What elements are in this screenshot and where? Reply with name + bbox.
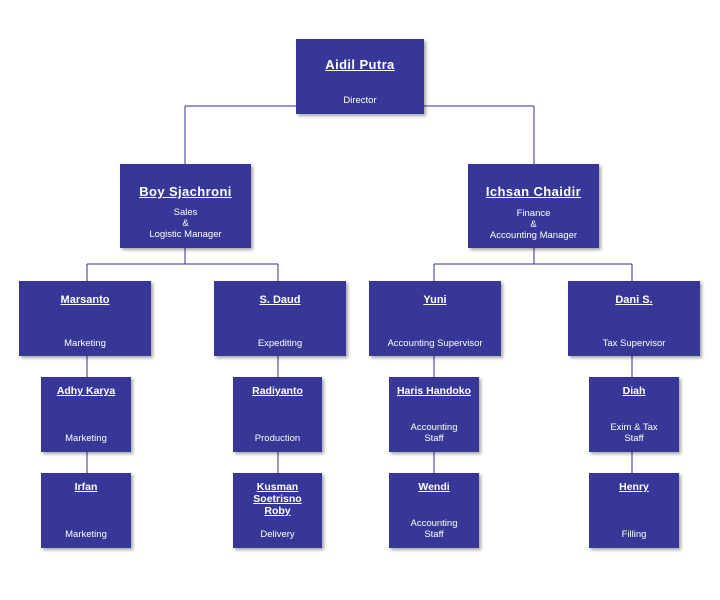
node-name: Wendi xyxy=(418,481,450,493)
node-marsanto: Marsanto Marketing xyxy=(19,281,151,356)
node-role: Marketing xyxy=(65,433,107,444)
node-irfan: Irfan Marketing xyxy=(41,473,131,548)
node-haris-handoko: Haris Handoko Accounting Staff xyxy=(389,377,479,452)
node-role: Tax Supervisor xyxy=(602,338,666,349)
node-role: Accounting Supervisor xyxy=(387,338,483,349)
node-name: Ichsan Chaidir xyxy=(485,184,582,199)
node-name: Dani S. xyxy=(615,294,653,306)
node-role: Production xyxy=(254,433,301,444)
node-name: Marsanto xyxy=(60,294,110,306)
node-boy-sjachroni: Boy Sjachroni Sales & Logistic Manager xyxy=(120,164,251,248)
node-diah: Diah Exim & Tax Staff xyxy=(589,377,679,452)
node-yuni: Yuni Accounting Supervisor xyxy=(369,281,501,356)
node-role: Finance & Accounting Manager xyxy=(489,208,578,241)
node-name: Adhy Karya xyxy=(56,385,116,397)
node-name: S. Daud xyxy=(259,294,301,306)
node-radiyanto: Radiyanto Production xyxy=(233,377,322,452)
node-henry: Henry Filling xyxy=(589,473,679,548)
node-role: Accounting Staff xyxy=(410,518,458,540)
node-role: Marketing xyxy=(65,529,107,540)
node-role: Director xyxy=(343,95,377,106)
node-role: Expediting xyxy=(257,338,303,349)
node-ichsan-chaidir: Ichsan Chaidir Finance & Accounting Mana… xyxy=(468,164,599,248)
node-name: Irfan xyxy=(74,481,98,493)
node-name: Diah xyxy=(622,385,646,397)
node-aidil-putra: Aidil Putra Director xyxy=(296,39,424,114)
node-name: Boy Sjachroni xyxy=(139,184,232,199)
node-name: Aidil Putra xyxy=(325,57,395,72)
node-name: Kusman Soetrisno Roby xyxy=(253,481,302,517)
node-name: Henry xyxy=(619,481,649,493)
node-role: Delivery xyxy=(260,529,295,540)
node-name: Yuni xyxy=(423,294,447,306)
node-s-daud: S. Daud Expediting xyxy=(214,281,346,356)
node-role: Filling xyxy=(621,529,647,540)
node-role: Marketing xyxy=(64,338,106,349)
node-kusman-soetrisno-roby: Kusman Soetrisno Roby Delivery xyxy=(233,473,322,548)
node-name: Haris Handoko xyxy=(396,385,472,397)
node-role: Sales & Logistic Manager xyxy=(149,207,222,240)
node-role: Accounting Staff xyxy=(410,422,458,444)
node-name: Radiyanto xyxy=(252,385,303,397)
node-role: Exim & Tax Staff xyxy=(610,422,658,444)
node-dani-s: Dani S. Tax Supervisor xyxy=(568,281,700,356)
node-adhy-karya: Adhy Karya Marketing xyxy=(41,377,131,452)
node-wendi: Wendi Accounting Staff xyxy=(389,473,479,548)
